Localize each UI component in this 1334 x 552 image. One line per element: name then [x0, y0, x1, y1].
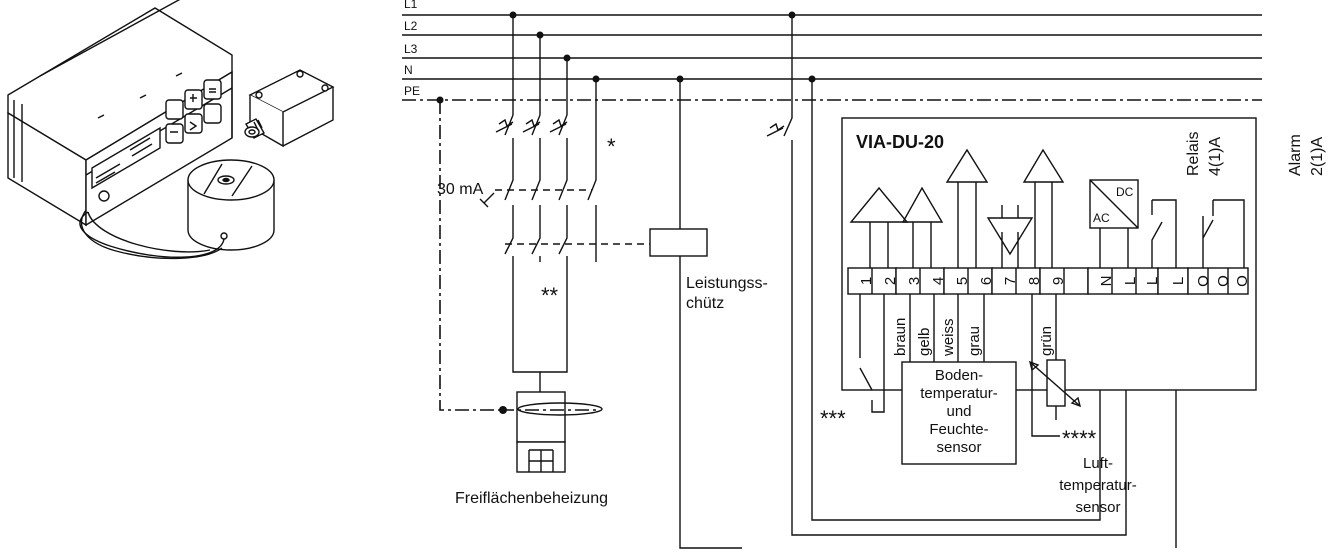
- contactor-coil: Leistungss- chütz: [649, 75, 768, 549]
- relay-label-line2: 4(1)A: [1207, 137, 1224, 176]
- bus-bars: L1 L2 L3 N PE: [402, 0, 1262, 101]
- relay-contact: [1151, 199, 1177, 268]
- psu-dc-label: DC: [1116, 185, 1134, 199]
- terminal-1: 1: [858, 277, 875, 285]
- terminal-9: 9: [1050, 277, 1067, 285]
- sensor-wiring: *** braun gelb weiss grau grün Boden- te…: [820, 294, 1137, 516]
- terminal-l1: L: [1122, 277, 1139, 285]
- bus-label-l3: L3: [404, 42, 418, 56]
- mark-triple-star: ***: [820, 406, 846, 431]
- rcd-label: 30 mA: [437, 181, 484, 198]
- bus-label-l2: L2: [404, 19, 418, 33]
- controller-outline: [841, 117, 1257, 391]
- heater-label: Freiflächenbeheizung: [455, 490, 608, 507]
- floor-sensor-line1: Boden-: [935, 367, 983, 384]
- mark-single-star: *: [607, 134, 616, 159]
- air-sensor-line3: sensor: [1075, 499, 1120, 516]
- floor-sensor-line5: sensor: [936, 439, 981, 456]
- terminal-l3: L: [1170, 277, 1187, 285]
- alarm-label-line1: Alarm: [1287, 134, 1304, 176]
- circuit-breakers: *: [495, 114, 616, 170]
- air-sensor-line1: Luft-: [1083, 455, 1113, 472]
- pe-shield-loop: [517, 402, 603, 416]
- contactor-contacts: [504, 230, 650, 262]
- mark-double-star: **: [541, 283, 559, 308]
- terminal-n: N: [1098, 276, 1115, 287]
- wire-grau: grau: [966, 326, 983, 356]
- heater-junction: [516, 391, 566, 443]
- wire-weiss: weiss: [940, 318, 957, 357]
- terminal-o1: O: [1195, 275, 1212, 287]
- wire-gelb: gelb: [916, 328, 933, 356]
- contactor-label-line2: chütz: [686, 295, 724, 312]
- floor-sensor-line2: temperatur-: [920, 385, 998, 402]
- controller-title: VIA-DU-20: [856, 132, 944, 152]
- terminal-3: 3: [906, 277, 923, 285]
- terminal-o2: O: [1215, 275, 1232, 287]
- power-supply-block: DC AC: [1089, 179, 1139, 268]
- sensor-junction-box-drawing: [244, 69, 335, 148]
- floor-sensor-box: [901, 361, 1017, 465]
- terminal-5: 5: [954, 277, 971, 285]
- input-symbols: [849, 148, 1065, 268]
- bus-label-pe: PE: [404, 84, 420, 98]
- floor-sensor-line4: Feuchte-: [929, 421, 988, 438]
- terminal-8: 8: [1026, 277, 1043, 285]
- mark-quad-star: ****: [1062, 426, 1097, 451]
- wire-braun: braun: [892, 318, 909, 356]
- rcd-switch: 30 mA: [437, 170, 597, 230]
- alarm-contact: [1202, 199, 1245, 268]
- terminal-strip: 1 2 3 4 5 6 7 8 9 N L L L O O O: [847, 267, 1251, 295]
- bus-label-l1: L1: [404, 0, 418, 11]
- terminal-6: 6: [978, 277, 995, 285]
- ground-sensor-drawing: [79, 159, 275, 260]
- terminal-l2: L: [1144, 277, 1161, 285]
- terminal-7: 7: [1002, 277, 1019, 285]
- relay-label-line1: Relais: [1185, 132, 1202, 176]
- terminal-2: 2: [882, 277, 899, 285]
- psu-ac-label: AC: [1093, 211, 1110, 225]
- alarm-label-line2: 2(1)A: [1309, 137, 1326, 176]
- product-illustration: [7, 0, 335, 260]
- air-sensor-line2: temperatur-: [1059, 477, 1137, 494]
- contactor-coil-box: [649, 228, 708, 257]
- heater-circuit: * 30 mA **: [436, 11, 650, 507]
- floor-sensor-line3: und: [946, 403, 971, 420]
- wire-gruen: grün: [1038, 326, 1055, 356]
- air-sensor-thermistor: [1046, 359, 1066, 407]
- contactor-label-line1: Leistungss-: [686, 275, 768, 292]
- terminal-4: 4: [930, 277, 947, 285]
- terminal-o3: O: [1234, 275, 1251, 287]
- controller-box: VIA-DU-20 1 2 3 4 5 6 7 8 9 N L: [841, 117, 1326, 391]
- bus-label-n: N: [404, 63, 413, 77]
- controller-device-drawing: [7, 0, 233, 227]
